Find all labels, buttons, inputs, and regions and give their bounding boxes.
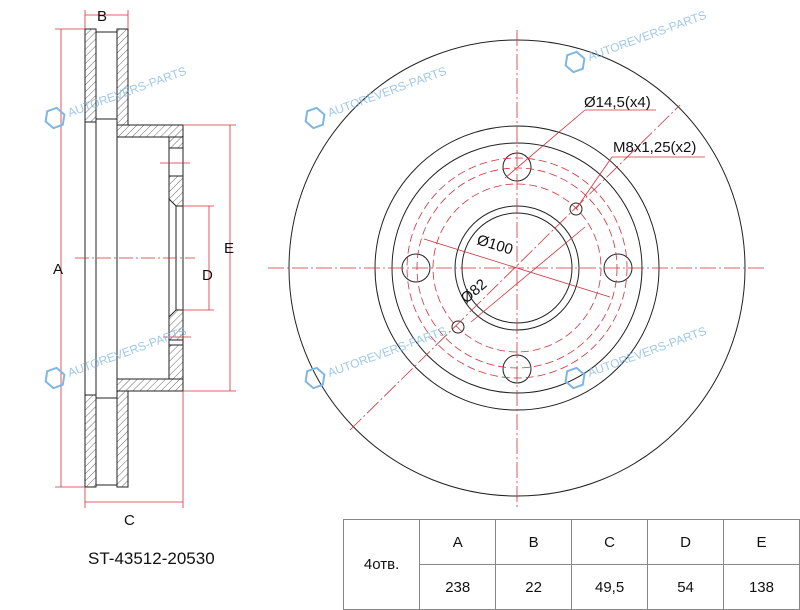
table-cell: 54	[647, 564, 724, 610]
dimensions-table: 4отв. A B C D E 238 22 49,5 54 138	[342, 519, 800, 610]
holes-count-cell: 4отв.	[342, 519, 421, 610]
watermark-logo: AUTOREVERS-PARTS	[304, 64, 449, 130]
side-section-view	[84, 28, 184, 488]
table-cell: 49,5	[571, 564, 649, 610]
dimension-label-a: A	[53, 261, 63, 278]
dimension-label-b: B	[97, 8, 107, 25]
watermark-logo: AUTOREVERS-PARTS	[564, 8, 709, 74]
svg-text:AUTOREVERS-PARTS: AUTOREVERS-PARTS	[586, 8, 709, 64]
svg-text:AUTOREVERS-PARTS: AUTOREVERS-PARTS	[326, 64, 449, 120]
threaded-hole-annotation: M8x1,25(x2)	[613, 139, 696, 156]
column-header: D	[647, 519, 724, 565]
watermarks: AUTOREVERS-PARTS AUTOREVERS-PARTS AUTORE…	[44, 8, 709, 390]
column-header: E	[722, 519, 800, 565]
dimension-label-e: E	[224, 240, 234, 257]
table-cell: 22	[495, 564, 573, 610]
center-circle-annotation: Ø82	[458, 276, 491, 307]
threaded-hole	[569, 202, 583, 216]
front-dimensions	[268, 30, 766, 510]
pcd-annotation: Ø100	[475, 232, 515, 259]
watermark-logo: AUTOREVERS-PARTS	[44, 64, 188, 130]
threaded-hole	[451, 320, 465, 334]
column-header: C	[571, 519, 649, 565]
part-number: ST-43512-20530	[88, 549, 215, 568]
watermark-logo: AUTOREVERS-PARTS	[304, 324, 448, 390]
table-header-row: 4отв. A B C D E	[342, 519, 800, 610]
column-header: B	[495, 519, 573, 565]
table-cell: 138	[722, 564, 800, 610]
dimension-label-d: D	[202, 267, 213, 284]
side-dimensions	[55, 10, 236, 508]
dimension-label-c: C	[124, 512, 135, 529]
table-cell: 238	[419, 564, 497, 610]
svg-text:AUTOREVERS-PARTS: AUTOREVERS-PARTS	[586, 324, 709, 380]
watermark-logo: AUTOREVERS-PARTS	[564, 324, 709, 390]
bolt-hole-annotation: Ø14,5(x4)	[584, 94, 651, 111]
column-header: A	[419, 519, 497, 565]
